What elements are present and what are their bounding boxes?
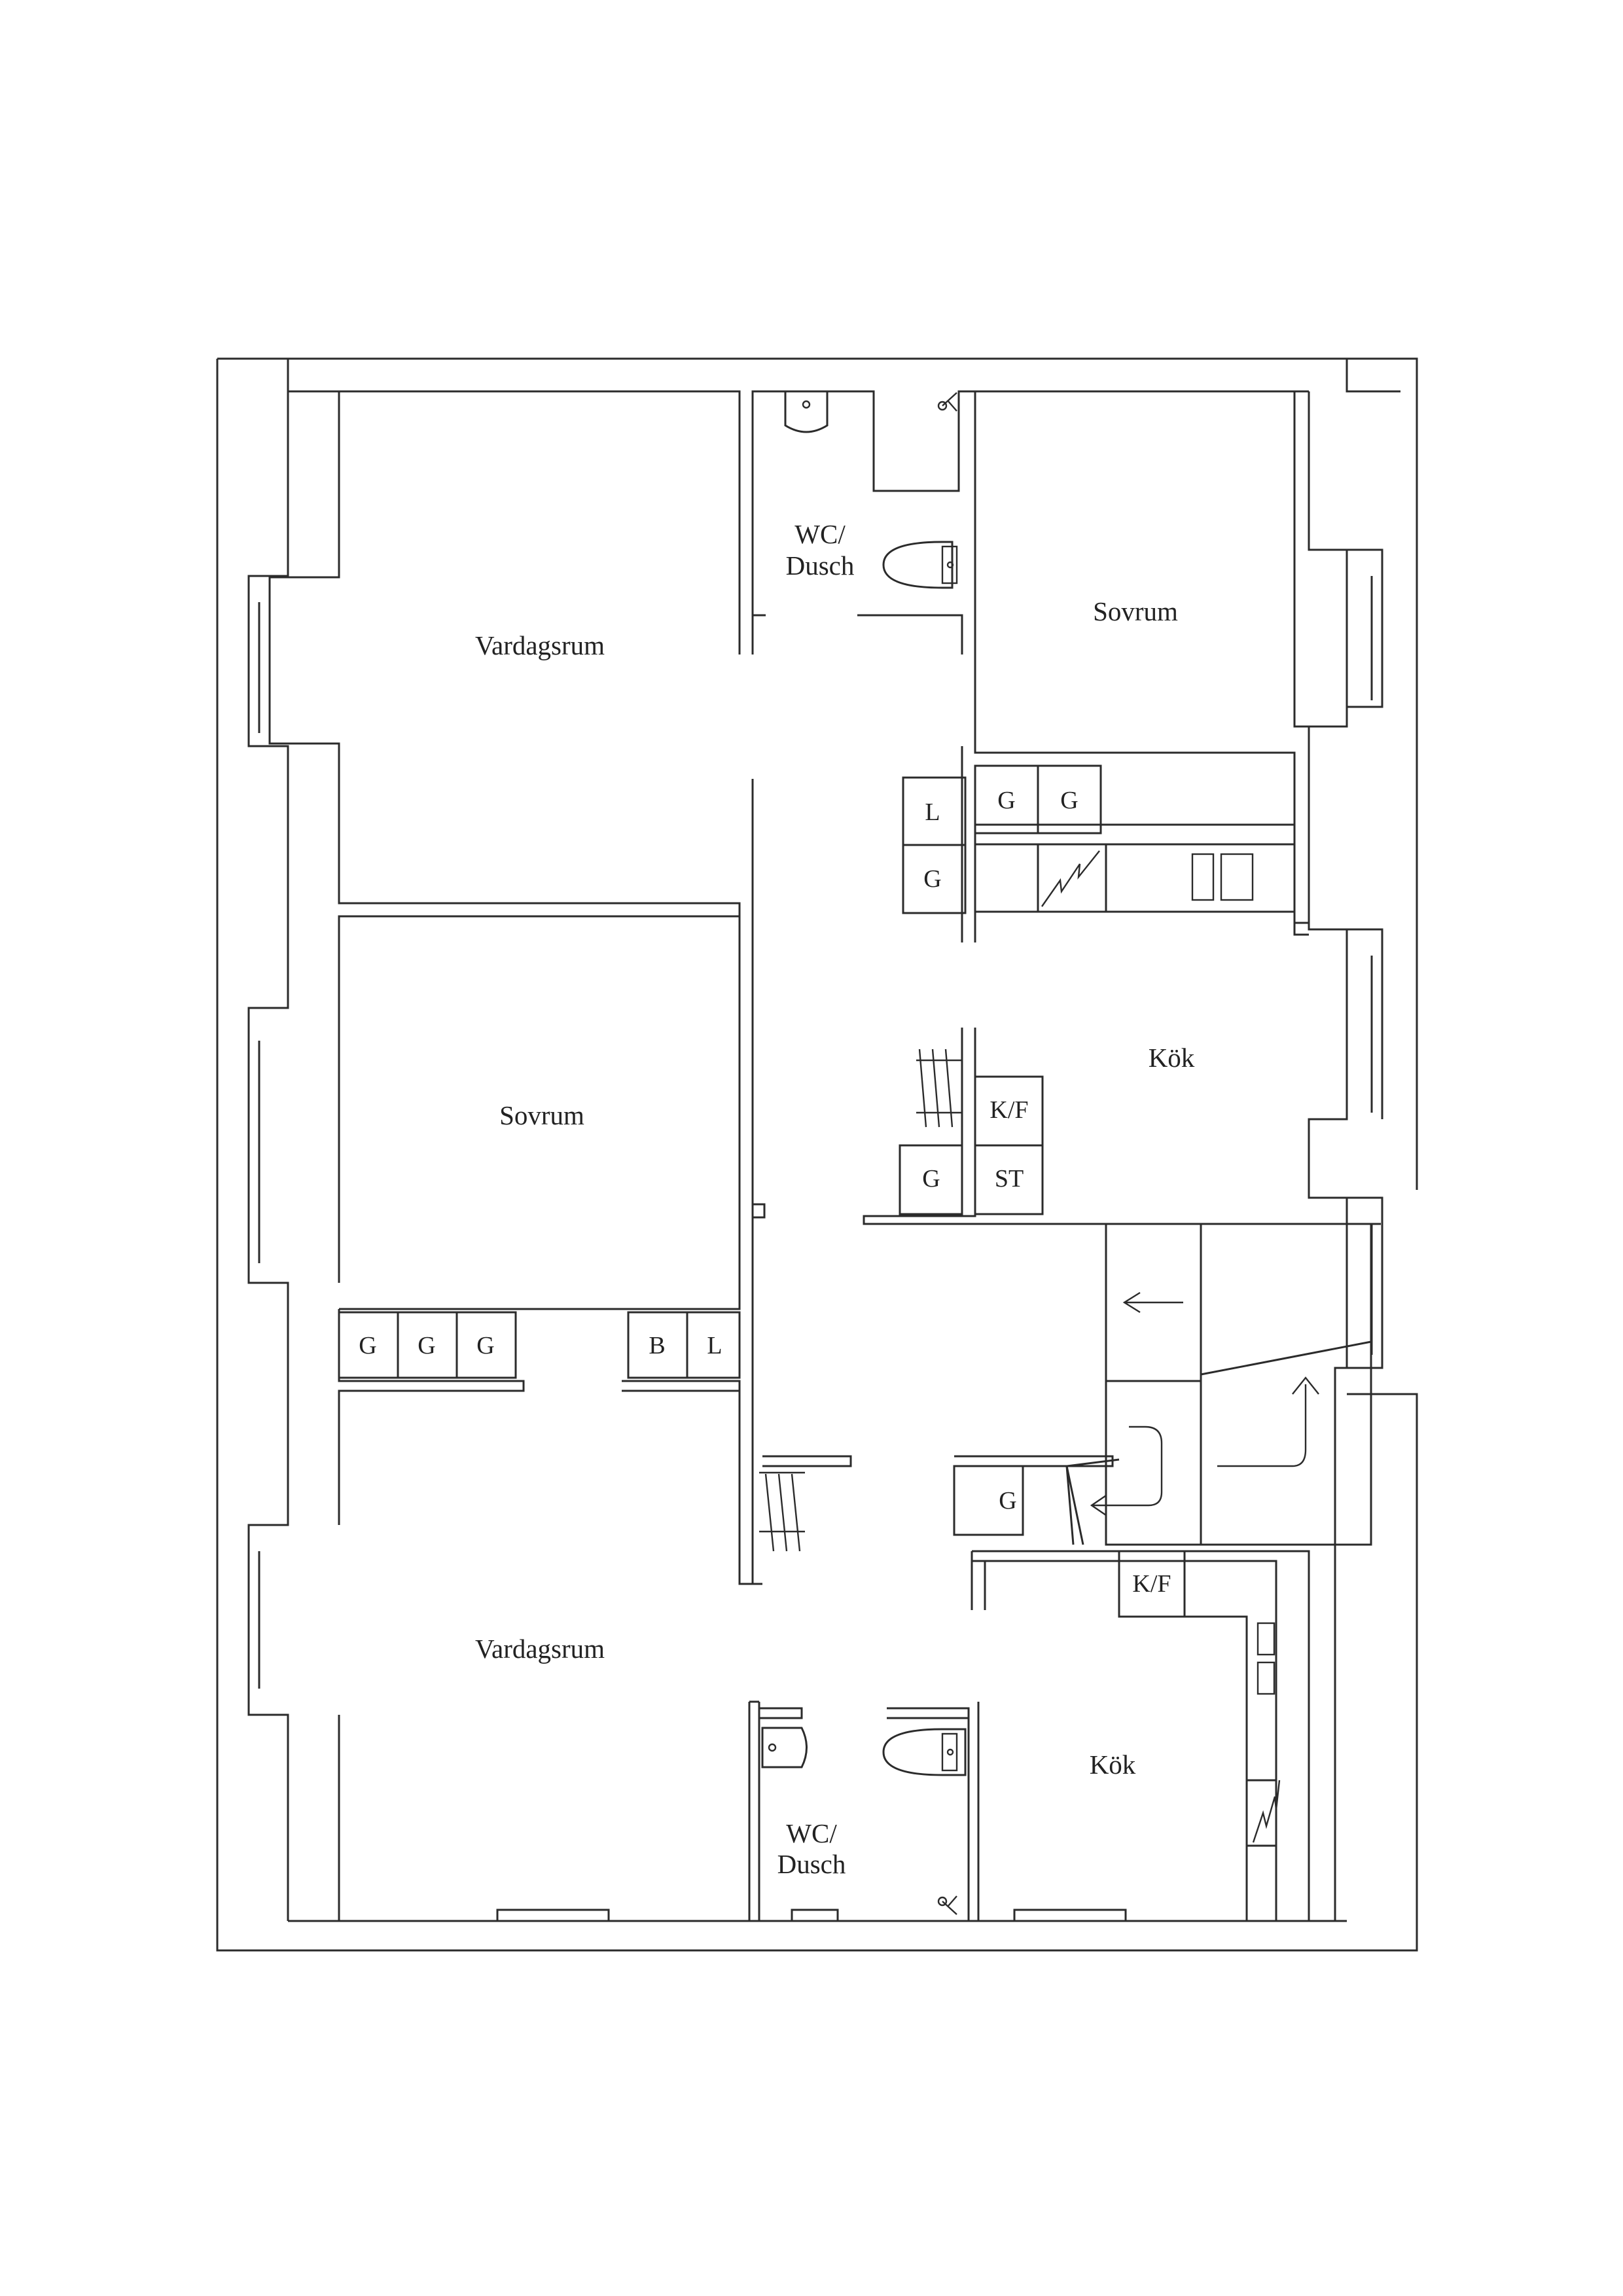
kitchen-label-kf: K/F xyxy=(990,1096,1028,1124)
room-label-bedroom-left: Sovrum xyxy=(499,1100,584,1130)
closet-label-g: G xyxy=(997,787,1015,814)
closet-label-g: G xyxy=(476,1332,494,1359)
left-closets xyxy=(338,1311,1024,1536)
kitchen-label-g: G xyxy=(922,1165,940,1193)
room-label-kitchen-upper: Kök xyxy=(1149,1043,1195,1073)
closet-label-g: G xyxy=(999,1487,1016,1515)
room-label-bath-lower-1: WC/ xyxy=(786,1818,837,1848)
closet-label-l: L xyxy=(707,1332,722,1359)
shower-icon xyxy=(937,392,957,1915)
wardrobe-icon xyxy=(759,1049,962,1552)
stairwell xyxy=(1065,1223,1372,1546)
washbasin-icon xyxy=(761,391,829,1768)
toilet-icon xyxy=(882,541,967,1776)
closet-label-g: G xyxy=(1060,787,1078,814)
room-label-kitchen-lower: Kök xyxy=(1090,1749,1136,1780)
kitchen-label-kf: K/F xyxy=(1132,1570,1171,1598)
upper-kitchen-fixtures xyxy=(899,1075,1044,1215)
stair-arrow-icon xyxy=(1090,1291,1319,1516)
interior-walls xyxy=(338,390,1381,1921)
exterior-walls xyxy=(216,357,1418,1952)
stove-icon xyxy=(1041,850,1281,1843)
upper-hall-closets xyxy=(902,764,1296,914)
closet-label-g: G xyxy=(923,865,941,893)
room-label-bath-lower-2: Dusch xyxy=(777,1849,846,1879)
kitchen-label-st: ST xyxy=(995,1165,1024,1193)
room-label-living-lower: Vardagsrum xyxy=(475,1634,605,1664)
closet-label-g: G xyxy=(418,1332,435,1359)
room-label-living-upper: Vardagsrum xyxy=(475,630,605,660)
closet-label-b: B xyxy=(649,1332,665,1359)
room-label-bath-upper-1: WC/ xyxy=(794,519,846,549)
closet-label-g: G xyxy=(359,1332,376,1359)
room-label-bedroom-right: Sovrum xyxy=(1093,596,1178,626)
lower-kitchen-cabinets xyxy=(1118,1550,1276,1921)
closet-label-l: L xyxy=(925,798,940,826)
room-label-bath-upper-2: Dusch xyxy=(786,550,855,581)
